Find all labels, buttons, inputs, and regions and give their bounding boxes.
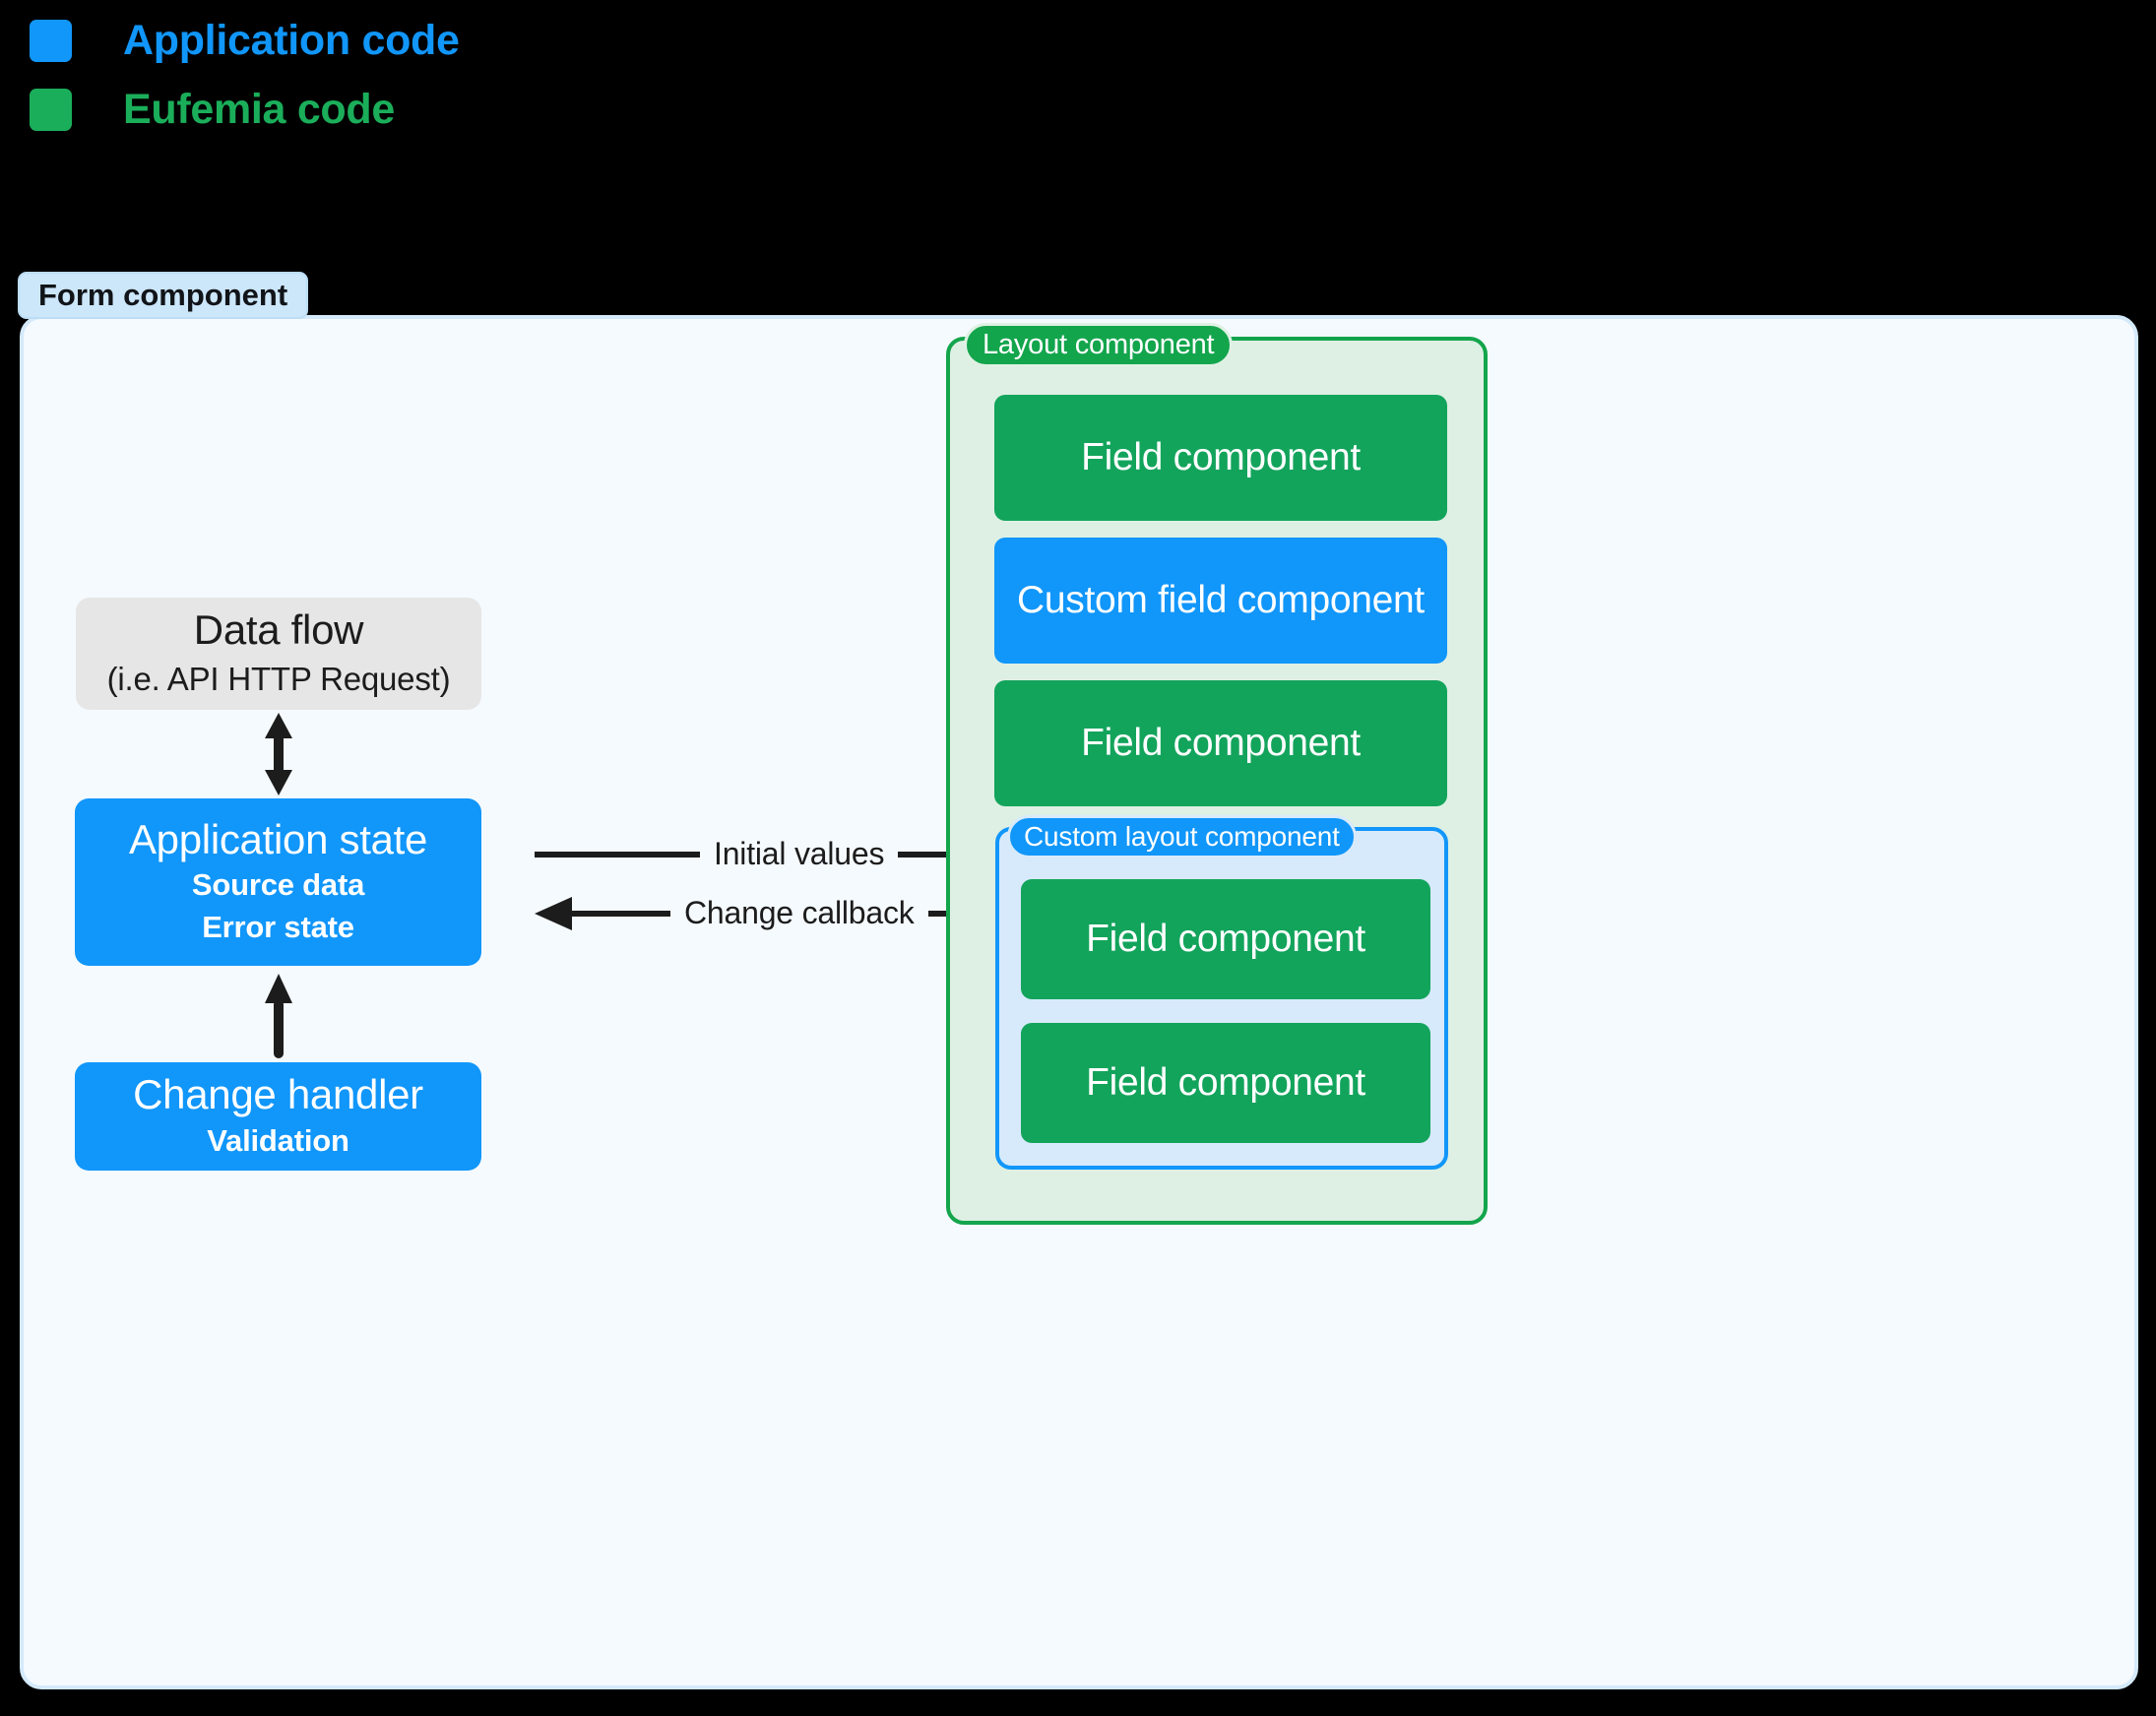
application-state-line-source-data: Source data [191,867,365,903]
field-component-2-label: Field component [1081,722,1361,764]
change-handler-title: Change handler [133,1071,423,1118]
nested-field-component-2-label: Field component [1086,1061,1365,1104]
legend-label-application-code: Application code [123,17,460,64]
custom-field-component: Custom field component [994,538,1447,664]
change-callback-label: Change callback [684,895,915,930]
field-component-1: Field component [994,395,1447,521]
change-handler-line-validation: Validation [207,1122,349,1158]
layout-component-container: Layout component Field component Custom … [946,323,1488,1225]
legend: Application code Eufemia code [30,20,460,131]
nested-field-component-2: Field component [1021,1023,1430,1143]
application-state-title: Application state [128,815,428,862]
field-component-2: Field component [994,680,1447,806]
data-flow-subtitle: (i.e. API HTTP Request) [106,661,451,698]
legend-item-application-code: Application code [30,20,460,62]
nested-field-component-1-label: Field component [1086,918,1365,960]
layout-component-badge: Layout component [964,323,1234,367]
bidirectional-vertical-arrow [262,713,295,795]
data-flow-title: Data flow [193,606,364,654]
field-component-1-label: Field component [1081,436,1361,478]
application-state-box: Application state Source data Error stat… [75,798,481,966]
custom-layout-component-badge: Custom layout component [1007,815,1357,858]
application-state-line-error-state: Error state [202,910,354,945]
legend-item-eufemia-code: Eufemia code [30,89,460,131]
data-flow-box: Data flow (i.e. API HTTP Request) [76,598,481,710]
application-code-swatch [30,20,72,62]
custom-layout-component-container: Custom layout component Field component … [995,815,1448,1170]
form-component-badge: Form component [18,272,309,319]
up-arrow-change-handler-to-state [262,974,295,1058]
change-handler-box: Change handler Validation [75,1062,481,1171]
custom-field-component-label: Custom field component [1017,579,1425,621]
initial-values-label: Initial values [714,836,885,871]
eufemia-code-swatch [30,89,72,131]
nested-field-component-1: Field component [1021,879,1430,999]
legend-label-eufemia-code: Eufemia code [123,86,395,133]
form-component-container: Data flow (i.e. API HTTP Request) Applic… [20,315,2138,1689]
